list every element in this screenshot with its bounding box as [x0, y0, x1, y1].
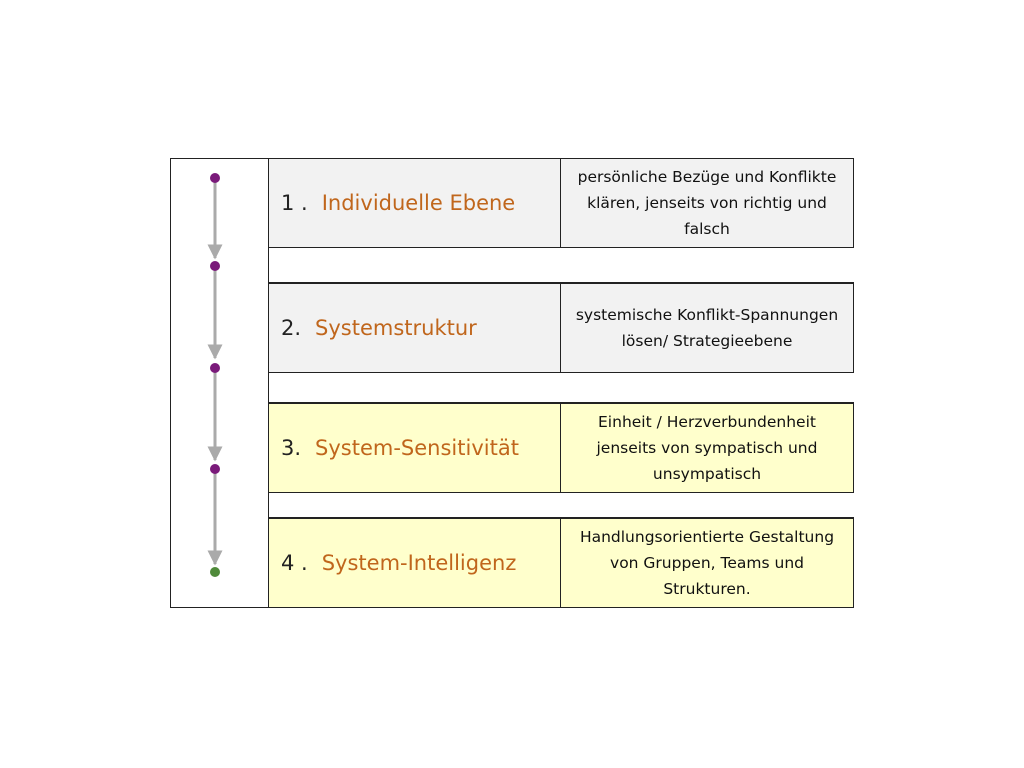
level-title-cell: 2. Systemstruktur: [269, 284, 561, 372]
node-4: [210, 464, 220, 474]
level-description: systemische Konflikt-Spannungen lösen/ S…: [575, 306, 839, 350]
level-description: Einheit / Herzverbundenheit jenseits von…: [561, 404, 853, 492]
level-title-cell: 4 . System-Intelligenz: [269, 519, 561, 607]
node-5: [210, 567, 220, 577]
level-number: 4 .: [281, 551, 308, 575]
row-gap: [268, 373, 854, 403]
level-title: System-Sensitivität: [315, 436, 519, 460]
node-1: [210, 173, 220, 183]
level-row-1: 1 . Individuelle Ebene persönliche Bezüg…: [268, 158, 854, 248]
row-gap: [268, 248, 854, 283]
node-2: [210, 261, 220, 271]
level-row-3: 3. System-Sensitivität Einheit / Herzver…: [268, 403, 854, 493]
level-title: System-Intelligenz: [321, 551, 517, 575]
level-number: 1 .: [281, 191, 308, 215]
level-title-cell: 1 . Individuelle Ebene: [269, 159, 561, 247]
level-title-cell: 3. System-Sensitivität: [269, 404, 561, 492]
row-gap: [268, 493, 854, 518]
level-row-4: 4 . System-Intelligenz Handlungsorientie…: [268, 518, 854, 608]
level-title: Individuelle Ebene: [321, 191, 516, 215]
level-description: Handlungsorientierte Gestaltung von Grup…: [561, 519, 853, 607]
progression-column: [170, 158, 268, 608]
level-title: Systemstruktur: [315, 316, 477, 340]
level-description: persönliche Bezüge und Konflikte klären,…: [577, 168, 837, 238]
level-number: 3.: [281, 436, 302, 460]
level-row-2: 2. Systemstruktur systemische Konflikt-S…: [268, 283, 854, 373]
progression-spine: [207, 173, 223, 577]
node-3: [210, 363, 220, 373]
level-number: 2.: [281, 316, 302, 340]
